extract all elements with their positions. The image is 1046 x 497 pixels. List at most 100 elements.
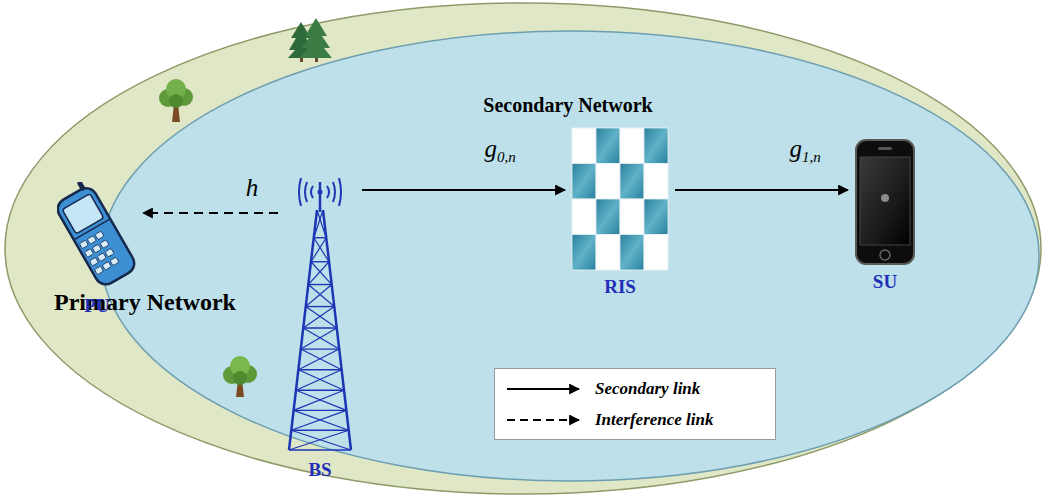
phone-icon-part-part (87, 236, 96, 245)
ris-panel-part (596, 199, 620, 235)
tree-crown (230, 356, 250, 376)
region-ellipse (101, 31, 1039, 481)
phone-icon-part-part (79, 240, 88, 249)
phone-icon-part-part (100, 240, 109, 249)
tower-icon-part (305, 182, 307, 202)
channel-symbol: h (246, 174, 259, 201)
phone-icon-part-part (94, 266, 103, 275)
tower-icon-part (294, 410, 347, 411)
tower-icon-part (289, 430, 349, 450)
phone-icon-part-part (102, 262, 111, 271)
round-tree (223, 356, 257, 397)
tower-icon-part (303, 327, 337, 328)
pine-trees (288, 18, 332, 62)
legend-line (507, 419, 579, 421)
secondary-link (362, 189, 565, 191)
tower-icon-part (311, 261, 329, 262)
region-label: Primary Network (54, 289, 236, 316)
smartphone-icon-part (880, 250, 890, 260)
ris-panel-part (596, 164, 620, 200)
legend-sample (505, 382, 583, 396)
tree-trunk (236, 380, 244, 397)
node-label: SU (873, 272, 897, 293)
tower-icon-part (311, 186, 313, 198)
phone-icon-part-part (105, 248, 114, 257)
tower-icon-part (308, 262, 329, 285)
pine-tree (300, 18, 332, 58)
phone-icon-part-part (97, 253, 106, 262)
tower-icon-part (296, 389, 344, 390)
smartphone-icon-part (881, 194, 889, 202)
tower-icon-part (298, 369, 341, 370)
phone-icon-part-part (62, 194, 104, 234)
tower-icon-part (301, 349, 342, 370)
smartphone-icon-part (856, 140, 914, 264)
legend-box: Secondary linkInterference link (494, 368, 776, 440)
tower-icon-part (294, 390, 344, 410)
phone-icon-part-part (57, 184, 137, 288)
ris-panel-part (620, 199, 644, 235)
ris-panel-part (596, 128, 620, 164)
channel-label: g1,n (789, 136, 820, 165)
tower-icon-part (306, 307, 337, 328)
phone-icon-part-part (110, 257, 119, 266)
phone-icon-part-part (92, 244, 101, 253)
tree-crown (159, 89, 177, 107)
tree-crown (239, 365, 257, 383)
channel-index: 1,n (802, 149, 821, 165)
channel-label: g0,n (484, 136, 515, 165)
tower-icon-part (294, 410, 349, 430)
region-ellipse (5, 3, 1041, 494)
legend-sample (505, 413, 583, 427)
tree-crown (233, 371, 247, 385)
legend-label: Interference link (595, 410, 714, 430)
phone-icon-part (57, 182, 137, 288)
smartphone-icon-part (878, 147, 892, 150)
phone-icon (57, 182, 137, 290)
tower-icon-part (301, 348, 339, 349)
tower-icon-part (314, 210, 323, 238)
tree-trunk (300, 54, 303, 62)
tower-icon-part (296, 370, 342, 390)
node-label: PU (84, 296, 109, 317)
tower-icon-part (303, 307, 334, 328)
tree-crown (169, 94, 183, 108)
channel-symbol: g (484, 135, 497, 162)
tower-icon-part (308, 285, 334, 307)
ris-panel-part (644, 164, 668, 200)
node-label: RIS (604, 277, 636, 298)
tower-icon-part (333, 182, 335, 202)
tree-crown (223, 366, 241, 384)
secondary-user: SU (851, 138, 919, 293)
phone-icon-part-part (95, 231, 104, 240)
tower-icon-part (301, 328, 337, 349)
ris-panel-part (644, 235, 668, 271)
tree-trunk (315, 54, 318, 62)
tower-icon-part (299, 178, 301, 206)
channel-label: h (246, 175, 259, 200)
phone-icon-part-part (84, 249, 93, 258)
smartphone-icon (854, 138, 916, 266)
tower-icon-part (303, 328, 339, 349)
round-tree (159, 79, 193, 122)
tower-icon-part (311, 238, 326, 262)
tower-icon-part (327, 186, 329, 198)
tower-icon-part (291, 410, 346, 430)
ris-panel-part (620, 128, 644, 164)
tower-icon-part (339, 178, 341, 206)
legend-entry: Secondary link (505, 379, 765, 399)
tree-crown (175, 88, 193, 106)
ris-panel-part (620, 235, 644, 271)
channel-symbol: g (789, 135, 802, 162)
tower-icon-part (289, 449, 351, 450)
tower-icon-part (308, 284, 331, 285)
tower-icon-part (306, 306, 335, 307)
tower-icon-part (298, 349, 339, 370)
legend-entry: Interference link (505, 410, 765, 430)
ris-panel-part (572, 164, 596, 200)
tower-icon (284, 172, 356, 454)
region-label: Secondary Network (483, 94, 652, 117)
ris-panel-part (572, 128, 668, 270)
legend-line (507, 388, 579, 390)
phone-icon-part-part (77, 182, 86, 191)
